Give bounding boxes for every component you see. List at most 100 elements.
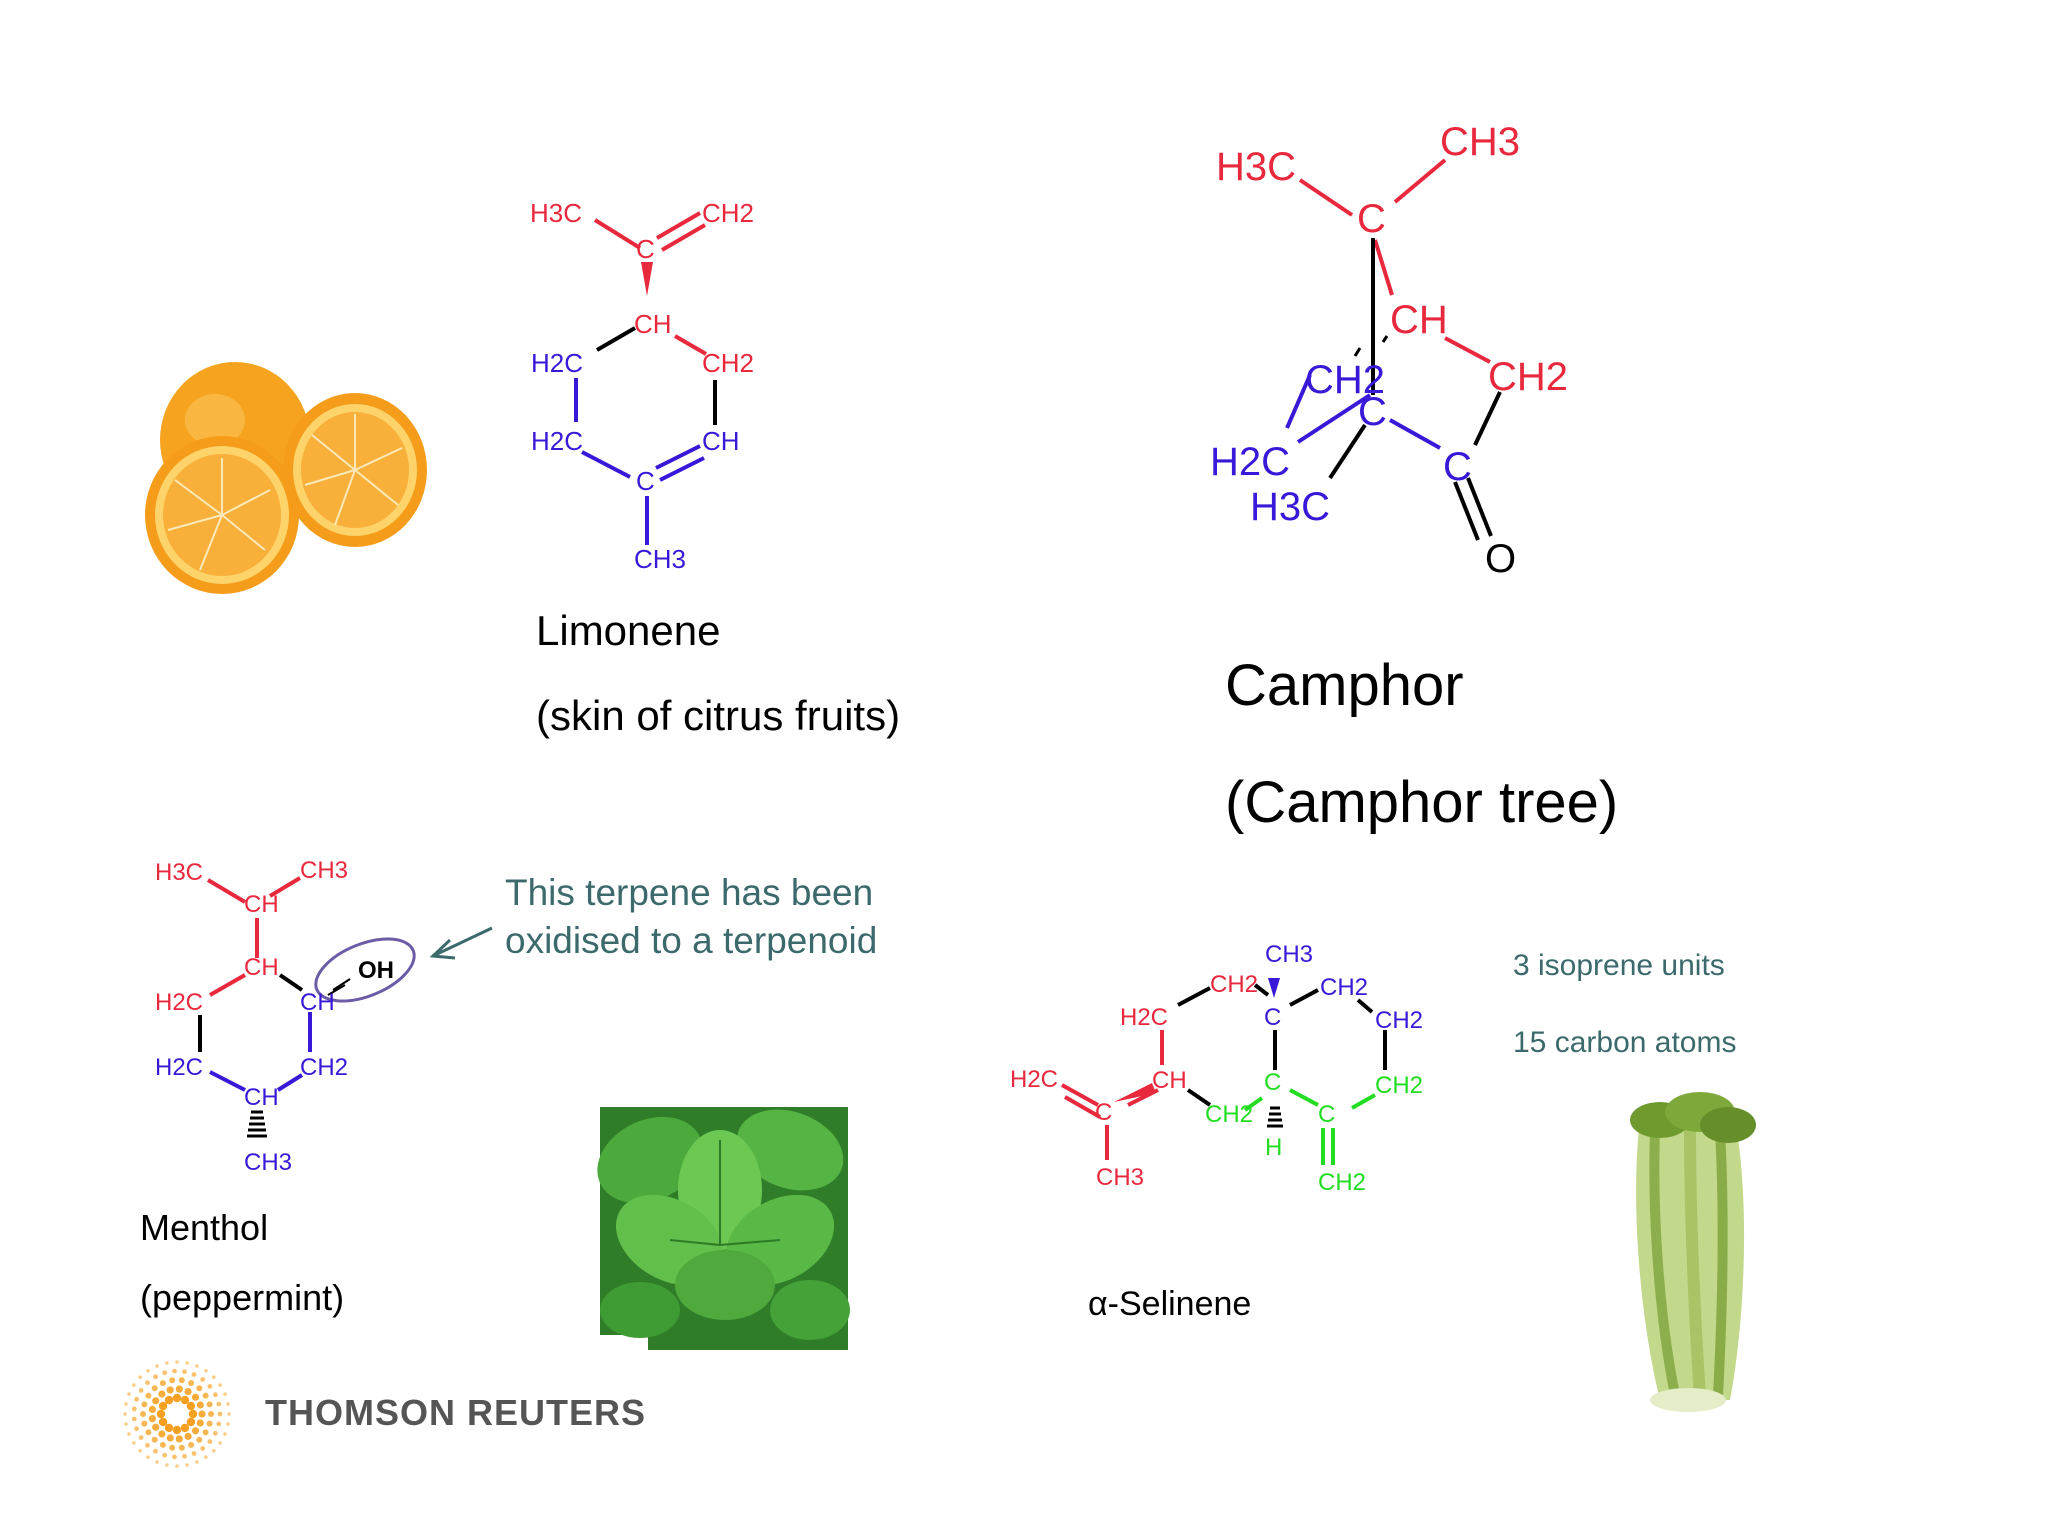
limonene-source: (skin of citrus fruits) — [536, 692, 900, 739]
menthol-note-line1: This terpene has been — [505, 872, 873, 913]
camphor-o: O — [1485, 537, 1516, 581]
logo-dot — [206, 1401, 213, 1408]
note-arrow — [434, 926, 493, 957]
logo-dot — [172, 1368, 177, 1374]
logo-dot — [169, 1444, 176, 1451]
logo-dot — [180, 1395, 190, 1405]
camphor-c-carbonyl: C — [1443, 445, 1472, 489]
logo-dot — [207, 1439, 213, 1444]
logo-dot — [212, 1449, 216, 1453]
thomson-reuters-logo: THOMSON REUTERS — [123, 1360, 646, 1468]
limonene-bonds — [574, 211, 717, 545]
menthol-note: This terpene has been oxidised to a terp… — [429, 872, 877, 961]
logo-dot — [196, 1401, 204, 1409]
logo-dot — [145, 1380, 150, 1386]
logo-dot — [195, 1460, 199, 1464]
logo-dot — [151, 1436, 158, 1443]
logo-dot — [164, 1423, 174, 1433]
celery-image — [1630, 1092, 1756, 1412]
selinene-h: H — [1265, 1134, 1282, 1161]
logo-dot — [145, 1392, 152, 1399]
logo-dot — [148, 1405, 156, 1413]
logo-dot — [155, 1460, 159, 1464]
selinene-ch2-green: CH2 — [1205, 1101, 1253, 1128]
menthol-source: (peppermint) — [140, 1277, 344, 1318]
logo-dot — [145, 1442, 150, 1448]
selinene-c-alkene: C — [1095, 1099, 1112, 1126]
note-arrow-head — [429, 938, 456, 960]
logo-dot — [140, 1411, 146, 1417]
logo-dot — [124, 1402, 128, 1406]
logo-dot — [155, 1364, 159, 1368]
logo-dot — [169, 1377, 176, 1384]
menthol-note-line2: oxidised to a terpenoid — [505, 920, 877, 961]
logo-dot — [180, 1423, 190, 1433]
logo-dot — [141, 1420, 148, 1427]
logo-dot-ring — [123, 1360, 231, 1468]
logo-dot — [207, 1384, 213, 1389]
menthol-hashed-bond — [247, 1110, 267, 1138]
logo-dot — [166, 1386, 174, 1394]
logo-dot — [212, 1375, 216, 1379]
logo-dot — [172, 1454, 177, 1460]
menthol-ch-mid: CH — [244, 954, 279, 981]
logo-dot — [138, 1388, 144, 1393]
selinene-ch3-top: CH3 — [1265, 941, 1313, 968]
menthol-ch3-bottom: CH3 — [244, 1149, 292, 1176]
logo-dot — [195, 1364, 199, 1368]
logo-dot — [186, 1417, 196, 1427]
logo-dot — [131, 1406, 137, 1412]
logo-dot — [188, 1409, 198, 1419]
menthol-oh-highlight — [314, 937, 416, 1003]
logo-dot — [188, 1441, 195, 1448]
logo-dot — [166, 1434, 174, 1442]
camphor-ch: CH — [1390, 298, 1448, 342]
limonene-c-bottom: C — [636, 466, 655, 496]
logo-dot — [159, 1441, 166, 1448]
logo-dot — [164, 1395, 174, 1405]
limonene-ch2-right: CH2 — [702, 348, 754, 378]
selinene-ch3-bottom: CH3 — [1096, 1164, 1144, 1191]
logo-dot — [127, 1432, 131, 1436]
limonene-ch3: CH3 — [634, 544, 686, 574]
logo-dot — [182, 1453, 187, 1459]
logo-dot — [172, 1425, 182, 1435]
logo-dot — [182, 1369, 187, 1375]
menthol-bonds — [198, 876, 351, 1092]
logo-dot — [158, 1430, 166, 1438]
logo-dot — [223, 1432, 227, 1436]
logo-dot — [134, 1426, 140, 1432]
limonene-h2c-1: H2C — [531, 348, 583, 378]
logo-dot — [165, 1463, 169, 1467]
logo-dot — [123, 1412, 127, 1416]
camphor-c-mid: C — [1358, 390, 1387, 434]
camphor-h3c-low: H3C — [1250, 485, 1330, 529]
camphor-h2c: H2C — [1210, 440, 1290, 484]
menthol-ch-bottom: CH — [244, 1084, 279, 1111]
peppermint-image — [597, 1107, 850, 1350]
orange-image — [145, 362, 427, 594]
selinene-ch2-a: CH2 — [1210, 971, 1258, 998]
logo-dot — [216, 1421, 222, 1427]
logo-text: THOMSON REUTERS — [265, 1392, 646, 1433]
selinene-ch2-exo: CH2 — [1318, 1169, 1366, 1196]
limonene-h3c: H3C — [530, 198, 582, 228]
logo-dot — [159, 1380, 166, 1387]
camphor-bonds — [1285, 158, 1502, 541]
selinene-note-line1: 3 isoprene units — [1513, 949, 1725, 982]
logo-dot — [226, 1422, 230, 1426]
logo-dot — [196, 1436, 203, 1443]
camphor-h3c: H3C — [1216, 145, 1296, 189]
camphor-ch2-left: CH2 — [1305, 358, 1385, 402]
logo-dot — [200, 1446, 206, 1451]
selinene-h2c-vinyl: H2C — [1010, 1066, 1058, 1093]
logo-dot — [186, 1401, 196, 1411]
selinene-hashed-bond — [1267, 1106, 1283, 1128]
logo-dot — [202, 1392, 209, 1399]
menthol-ch2: CH2 — [300, 1054, 348, 1081]
logo-dot — [152, 1423, 160, 1431]
logo-dot — [188, 1380, 195, 1387]
logo-dot — [184, 1432, 192, 1440]
logo-dot — [156, 1409, 166, 1419]
logo-dot — [184, 1388, 192, 1396]
